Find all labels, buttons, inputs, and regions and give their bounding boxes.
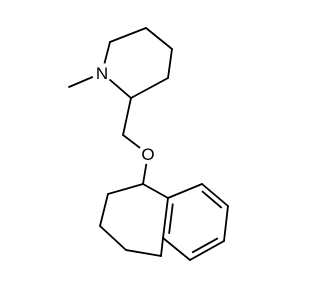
bond-O-C5a	[142, 160, 148, 185]
double-bond-C9a-C4a	[168, 203, 174, 235]
bond-C9a-C4a	[162, 197, 169, 239]
bond-C5a-C4a	[142, 183, 169, 199]
bond-layer	[68, 27, 229, 261]
double-bond-C1a-C2a	[201, 190, 223, 209]
bond-C1a-C2a	[201, 183, 229, 207]
atom-nitrogen: N	[92, 63, 112, 83]
atom-label-nitrogen: N	[96, 64, 108, 83]
molecule-structure: N O	[68, 27, 229, 261]
bond-N-Me	[68, 75, 95, 88]
bond-C9-C8	[125, 249, 162, 257]
bond-C6a-C5a	[107, 183, 144, 195]
bond-C2-C3	[130, 77, 169, 99]
bond-C4-C5	[145, 27, 173, 50]
atom-oxygen: O	[138, 144, 158, 164]
double-bond-C3a-C4b	[191, 237, 219, 254]
bond-C8-C7	[99, 225, 127, 251]
bond-C3a-C4b	[189, 240, 225, 261]
bond-C6-N	[103, 41, 111, 66]
bond-C2-CH2	[122, 97, 132, 136]
bond-CH2-O	[122, 134, 143, 151]
atom-layer: N O	[92, 63, 158, 164]
bond-C4a-C1a	[167, 183, 203, 199]
bond-C7-C6a	[99, 193, 109, 227]
bond-C4b-C9a	[162, 237, 191, 261]
bond-N-C2	[107, 77, 132, 99]
bond-C3-C4	[167, 48, 173, 79]
atom-label-oxygen: O	[141, 145, 154, 164]
bond-C5-C6	[109, 27, 147, 43]
bond-C9a-C9	[160, 237, 164, 257]
bond-C2a-C3a	[223, 205, 229, 242]
